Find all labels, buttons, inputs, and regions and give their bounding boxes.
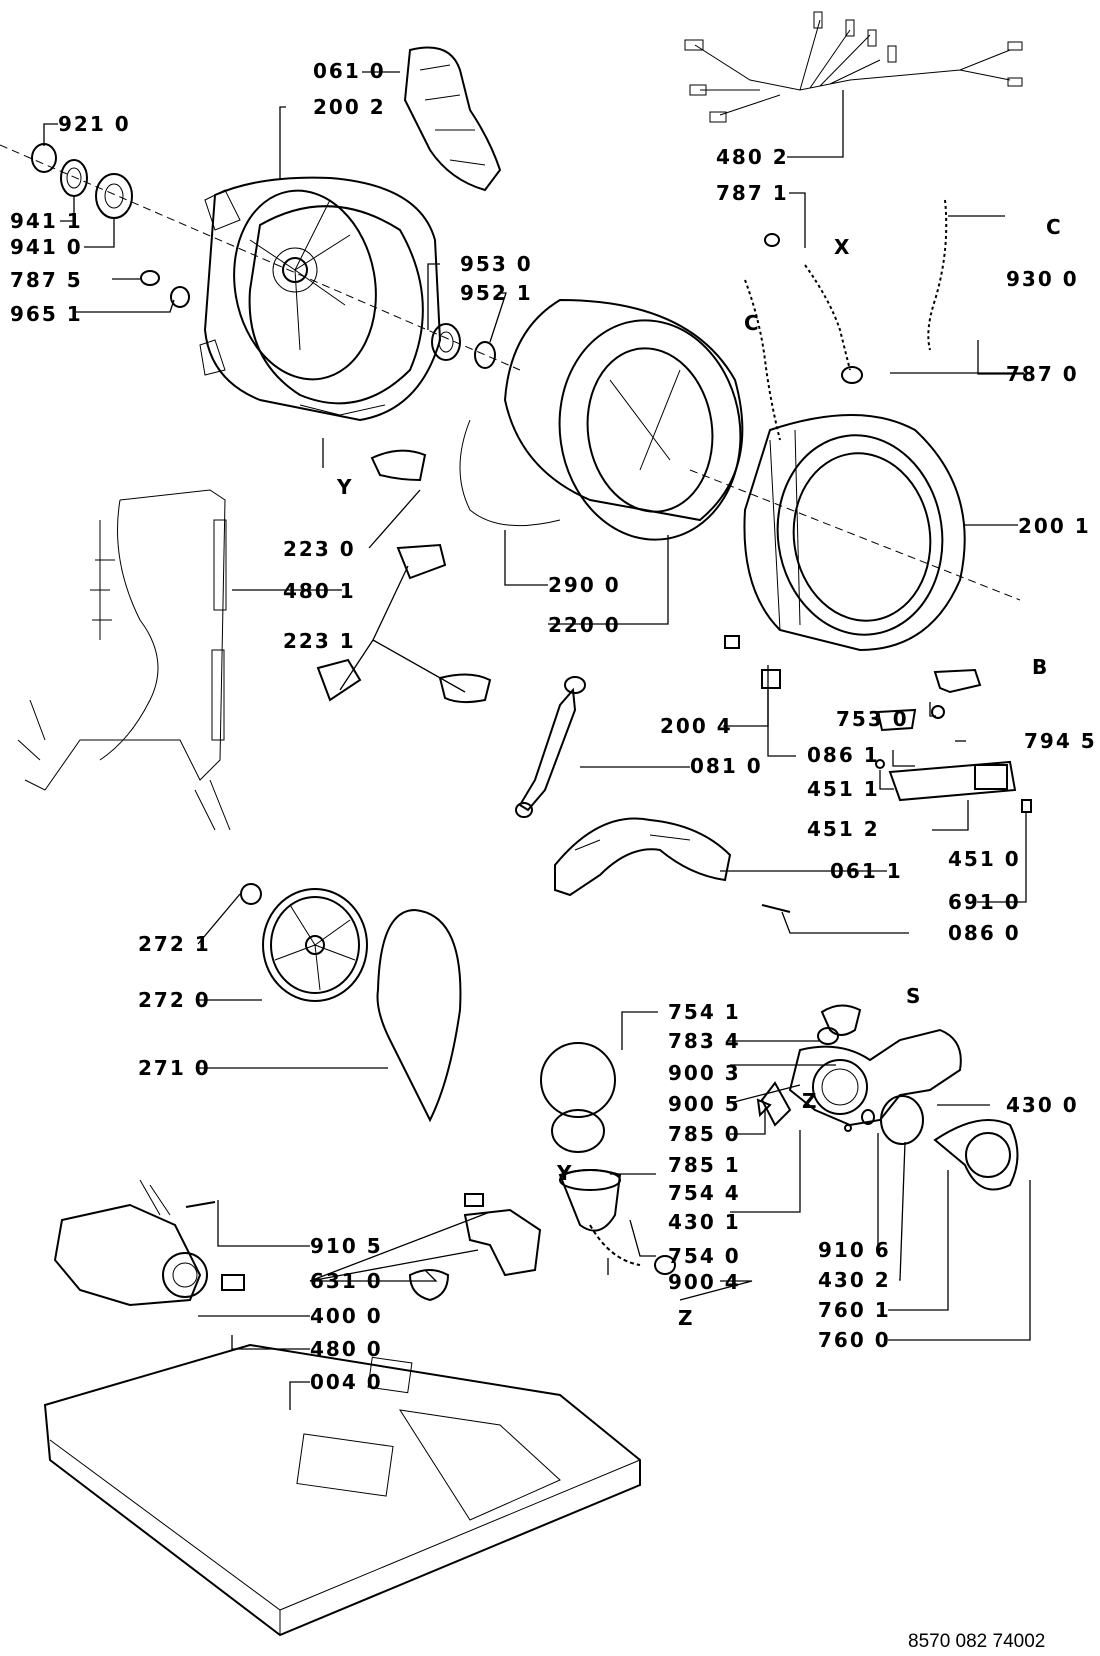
label-7945: 794 5 [1024,729,1097,753]
label-2231: 223 1 [283,629,356,653]
marker-y-pump: Y [556,1161,572,1185]
label-7851: 785 1 [668,1153,741,1177]
drum-drawing [459,298,744,541]
label-9003: 900 3 [668,1061,741,1085]
marker-z-pump: Z [802,1089,817,1113]
marker-c-right: C [1046,215,1061,239]
label-7850: 785 0 [668,1122,741,1146]
marker-x: X [834,235,850,259]
marker-z-hose: Z [678,1306,693,1330]
marker-b: B [1032,655,1047,679]
label-7871: 787 1 [716,181,789,205]
marker-s: S [906,984,920,1008]
label-2720: 272 0 [138,988,211,1012]
label-7600: 760 0 [818,1328,891,1352]
part-labels: 061 0 200 2 921 0 941 1 941 0 787 5 965 … [10,59,1097,1394]
letter-markers: Y C X C B S Z Y Z [336,215,1061,1330]
pump-drawing [540,1004,1019,1275]
label-0040: 004 0 [310,1370,383,1394]
label-0611: 061 1 [830,859,903,883]
marker-c-left: C [744,311,759,335]
label-4300: 430 0 [1006,1093,1079,1117]
label-0861: 086 1 [807,743,880,767]
label-9105: 910 5 [310,1234,383,1258]
label-9106: 910 6 [818,1238,891,1262]
label-0610: 061 0 [313,59,386,83]
label-9521: 952 1 [460,281,533,305]
label-4512: 451 2 [807,817,880,841]
label-9210: 921 0 [58,112,131,136]
label-2710: 271 0 [138,1056,211,1080]
label-9410: 941 0 [10,235,83,259]
label-9530: 953 0 [460,252,533,276]
counterweight-top-drawing [403,46,502,192]
label-4000: 400 0 [310,1304,383,1328]
label-4800: 480 0 [310,1337,383,1361]
base-drawing [43,1343,641,1637]
label-7834: 783 4 [668,1029,741,1053]
leader-lines [43,71,1031,1410]
label-2004: 200 4 [660,714,733,738]
label-4802: 480 2 [716,145,789,169]
label-7601: 760 1 [818,1298,891,1322]
label-4511: 451 1 [807,777,880,801]
pulley-drawing [240,883,462,1123]
label-6310: 631 0 [310,1269,383,1293]
marker-y-tub: Y [336,475,352,499]
label-7875: 787 5 [10,268,83,292]
label-0810: 081 0 [690,754,763,778]
label-2002: 200 2 [313,95,386,119]
hoses-drawing [744,199,948,441]
shock-absorber-drawing [515,676,586,818]
label-2200: 220 0 [548,613,621,637]
heater-drawing [724,635,1032,913]
harness-top-drawing [684,11,1023,123]
front-tub-drawing [689,414,1021,652]
bearings-drawing [31,143,496,369]
label-9004: 900 4 [668,1270,741,1294]
label-4301: 430 1 [668,1210,741,1234]
label-2001: 200 1 [1018,514,1091,538]
label-7544: 754 4 [668,1181,741,1205]
label-2900: 290 0 [548,573,621,597]
document-code: 8570 082 74002 [908,1631,1045,1652]
motor-drawing [53,1179,542,1307]
label-0860: 086 0 [948,921,1021,945]
label-7870: 787 0 [1006,362,1079,386]
label-9651: 965 1 [10,302,83,326]
label-7530: 753 0 [836,707,909,731]
harness-left-drawing [17,489,231,831]
label-2230: 223 0 [283,537,356,561]
label-9411: 941 1 [10,209,83,233]
label-9005: 900 5 [668,1092,741,1116]
label-4302: 430 2 [818,1268,891,1292]
label-7540: 754 0 [668,1244,741,1268]
label-2721: 272 1 [138,932,211,956]
label-4801: 480 1 [283,579,356,603]
counterweight-bottom-drawing [554,817,732,897]
small-parts-drawing [316,449,492,704]
label-4510: 451 0 [948,847,1021,871]
label-9300: 930 0 [1006,267,1079,291]
label-6910: 691 0 [948,890,1021,914]
label-7541: 754 1 [668,1000,741,1024]
